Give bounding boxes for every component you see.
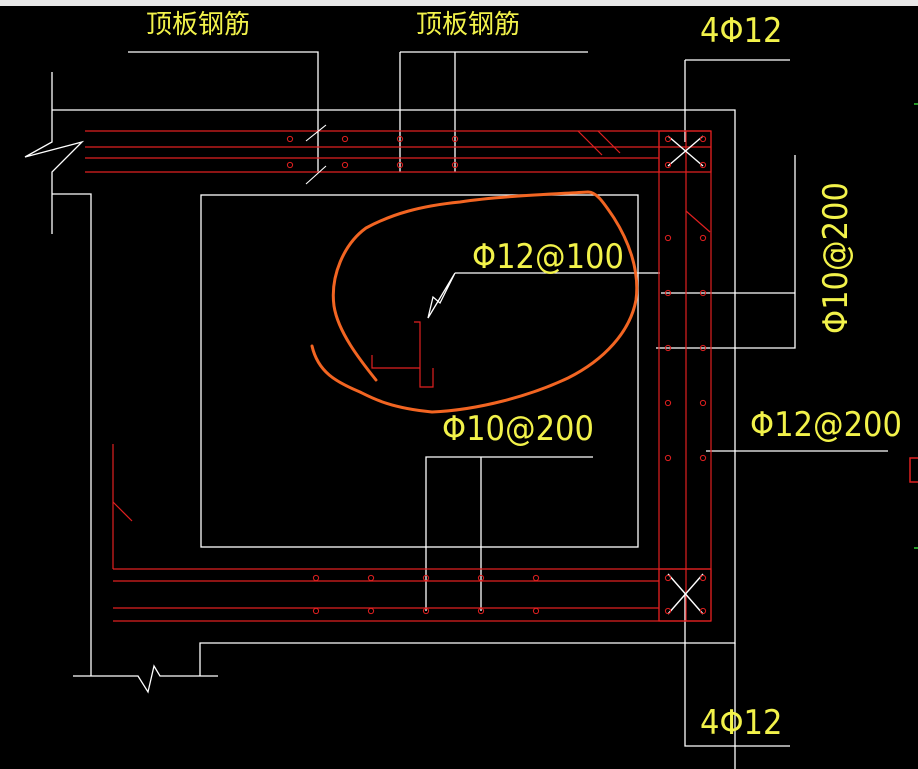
left-bottom-diag [112,501,133,522]
markup-circle [310,190,639,414]
rebar-dot [477,574,485,582]
rebar-dot [451,135,459,143]
rebar-dot [699,454,707,462]
rebar-dot [699,135,707,143]
label-bottom-corner: 4Φ12 [700,703,782,743]
rebar-dot [664,574,672,582]
rebar-dot [699,607,707,615]
leader-arrow [427,272,456,319]
bottom-break-line [73,664,218,694]
rebar-dot [699,344,707,352]
label-center-lower: Φ10@200 [442,409,594,449]
rebar-dot [286,161,294,169]
rebar-dot [341,135,349,143]
label-top-slab-left: 顶板钢筋 [146,10,250,40]
inner-opening [200,194,639,548]
leader-top-corner [684,59,790,142]
rebar-dot [664,234,672,242]
right-column-rebar [658,131,687,621]
right-col-diag [685,210,711,233]
rebar-dot [396,135,404,143]
label-right-mid: Φ12@200 [750,405,902,445]
label-top-slab-mid: 顶板钢筋 [416,10,520,40]
rebar-dot [664,607,672,615]
rebar-dot [699,399,707,407]
rebar-dot [699,161,707,169]
edge-red-mark [909,457,918,483]
left-wall-inner [52,193,92,676]
rebar-dot [532,607,540,615]
rebar-dots [286,135,707,615]
rebar-dot [341,161,349,169]
rebar-dot [312,574,320,582]
rebar-dot [312,607,320,615]
rebar-dot [396,161,404,169]
rebar-dot [664,289,672,297]
rebar-dot [664,161,672,169]
rebar-dot [664,344,672,352]
rebar-dot [664,399,672,407]
rebar-dot [699,234,707,242]
corner-box-top [658,130,712,173]
top-border-strip [0,0,918,6]
rebar-dot [422,574,430,582]
rebar-dot [532,574,540,582]
center-hook-rebar [371,321,434,388]
left-break-line [24,72,85,234]
rebar-ticks [305,124,327,185]
label-right-vertical: Φ10@200 [816,182,856,334]
corner-box-bottom [658,568,712,622]
corner-x-marks [667,135,704,615]
rebar-dot [451,161,459,169]
rebar-dot [367,607,375,615]
top-beam-diag-1 [577,130,603,156]
edge-ticks [914,103,918,549]
leader-top-slab-mid [399,51,588,172]
rebar-dot [286,135,294,143]
rebar-dot [664,135,672,143]
leader-right-vertical [656,155,796,349]
concrete-outline [24,51,888,769]
rebar-dot [367,574,375,582]
rebar-dot [664,454,672,462]
leader-top-slab-left [128,51,319,172]
label-center-upper: Φ12@100 [472,237,624,277]
bottom-beam-rebar [113,568,711,622]
rebar-dot [422,607,430,615]
top-beam-diag-2 [597,130,621,154]
rebar-dot [477,607,485,615]
top-beam-rebar [85,130,712,621]
label-top-corner: 4Φ12 [700,11,782,51]
rebar-dot [699,289,707,297]
rebar-dot [699,574,707,582]
leader-center-lower [425,456,593,611]
rebar-lines [85,130,712,622]
leader-bottom-corner [684,593,790,747]
